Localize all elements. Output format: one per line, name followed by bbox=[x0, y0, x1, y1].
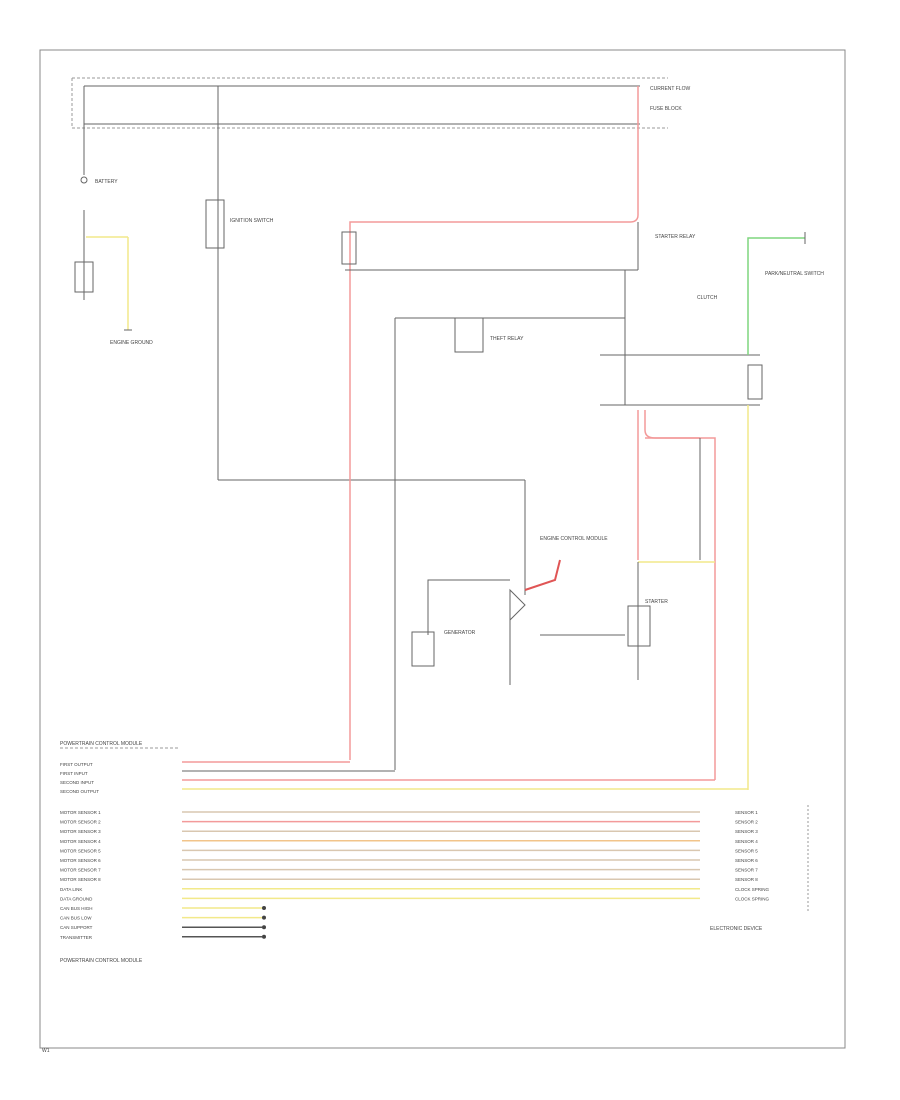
left-pin-label: SECOND OUTPUT bbox=[60, 789, 99, 794]
theft-relay bbox=[394, 317, 625, 770]
bus-pin-label: MOTOR SENSOR 4 bbox=[60, 839, 101, 844]
pcm-title: POWERTRAIN CONTROL MODULE bbox=[60, 741, 143, 747]
bus-right-label: SENSOR 4 bbox=[735, 839, 758, 844]
fuse-block bbox=[71, 77, 668, 129]
bus-pin-label: MOTOR SENSOR 3 bbox=[60, 829, 101, 834]
left-pins: FIRST OUTPUT FIRST INPUT SECOND INPUT SE… bbox=[60, 761, 748, 794]
splice-dot bbox=[262, 934, 266, 939]
clutch-label: CLUTCH bbox=[697, 295, 718, 301]
splice-dot bbox=[262, 906, 266, 910]
bus-right-label: SENSOR 7 bbox=[735, 868, 758, 873]
bus-pin-label: CAN BUS LOW bbox=[60, 916, 92, 921]
bus-pin-label: MOTOR SENSOR 7 bbox=[60, 868, 101, 873]
bus-right-label: SENSOR 8 bbox=[735, 877, 758, 882]
battery-branch bbox=[74, 86, 132, 331]
bus-right-label: SENSOR 1 bbox=[735, 810, 758, 815]
bus-right-label: SENSOR 6 bbox=[735, 858, 758, 863]
park-neutral-label: PARK/NEUTRAL SWITCH bbox=[765, 271, 824, 277]
generator bbox=[411, 559, 625, 685]
generator-label: GENERATOR bbox=[444, 630, 476, 636]
bus-pin-label: DATA GROUND bbox=[60, 896, 93, 901]
starter-label: STARTER bbox=[645, 599, 668, 605]
left-pin-label: FIRST OUTPUT bbox=[60, 762, 93, 767]
bus-right-label: SENSOR 3 bbox=[735, 829, 758, 834]
splice-dot bbox=[262, 925, 266, 930]
bottom-right-caption: ELECTRONIC DEVICE bbox=[710, 926, 763, 932]
ecm-label: ENGINE CONTROL MODULE bbox=[540, 536, 608, 542]
bottom-left-caption: POWERTRAIN CONTROL MODULE bbox=[60, 958, 143, 964]
bus-right-label: CLOCK SPRING bbox=[735, 896, 770, 901]
bus-pin-label: MOTOR SENSOR 8 bbox=[60, 877, 101, 882]
bus-lines: MOTOR SENSOR 1 MOTOR SENSOR 2 MOTOR SENSOR… bbox=[60, 810, 770, 940]
theft-relay-label: THEFT RELAY bbox=[490, 336, 524, 342]
starter-relay-label: STARTER RELAY bbox=[655, 234, 696, 240]
bus-right-label: SENSOR 2 bbox=[735, 820, 758, 825]
splice-dot bbox=[262, 915, 266, 920]
left-pin-label: FIRST INPUT bbox=[60, 771, 88, 776]
bus-pin-label: MOTOR SENSOR 6 bbox=[60, 858, 101, 863]
bus-pin-label: DATA LINK bbox=[60, 887, 82, 892]
bus-pin-label: MOTOR SENSOR 2 bbox=[60, 820, 101, 825]
hot-at-all-times-label: CURRENT FLOW bbox=[650, 86, 690, 92]
bus-pin-label: MOTOR SENSOR 1 bbox=[60, 810, 101, 815]
bus-pin-label: CAN SUPPORT bbox=[60, 925, 93, 930]
bus-pin-label: MOTOR SENSOR 5 bbox=[60, 848, 101, 853]
starter-relay bbox=[341, 86, 760, 760]
park-neutral-switch bbox=[747, 232, 806, 790]
starter-wiring bbox=[627, 410, 716, 780]
engine-ground-label: ENGINE GROUND bbox=[110, 340, 153, 346]
battery-label: BATTERY bbox=[95, 179, 118, 185]
bus-right-label: CLOCK SPRING bbox=[735, 887, 770, 892]
ignition-switch-label: IGNITION SWITCH bbox=[230, 218, 274, 224]
bus-pin-label: CAN BUS HIGH bbox=[60, 906, 93, 911]
bus-pin-label: TRANSMITTER bbox=[60, 935, 93, 940]
bus-right-label: SENSOR 5 bbox=[735, 848, 758, 853]
ignition-switch bbox=[205, 86, 526, 595]
footer-label: W1 bbox=[42, 1048, 50, 1054]
diagram-frame bbox=[39, 49, 846, 1049]
left-pin-label: SECOND INPUT bbox=[60, 780, 94, 785]
fuse-block-label: FUSE BLOCK bbox=[650, 106, 682, 112]
